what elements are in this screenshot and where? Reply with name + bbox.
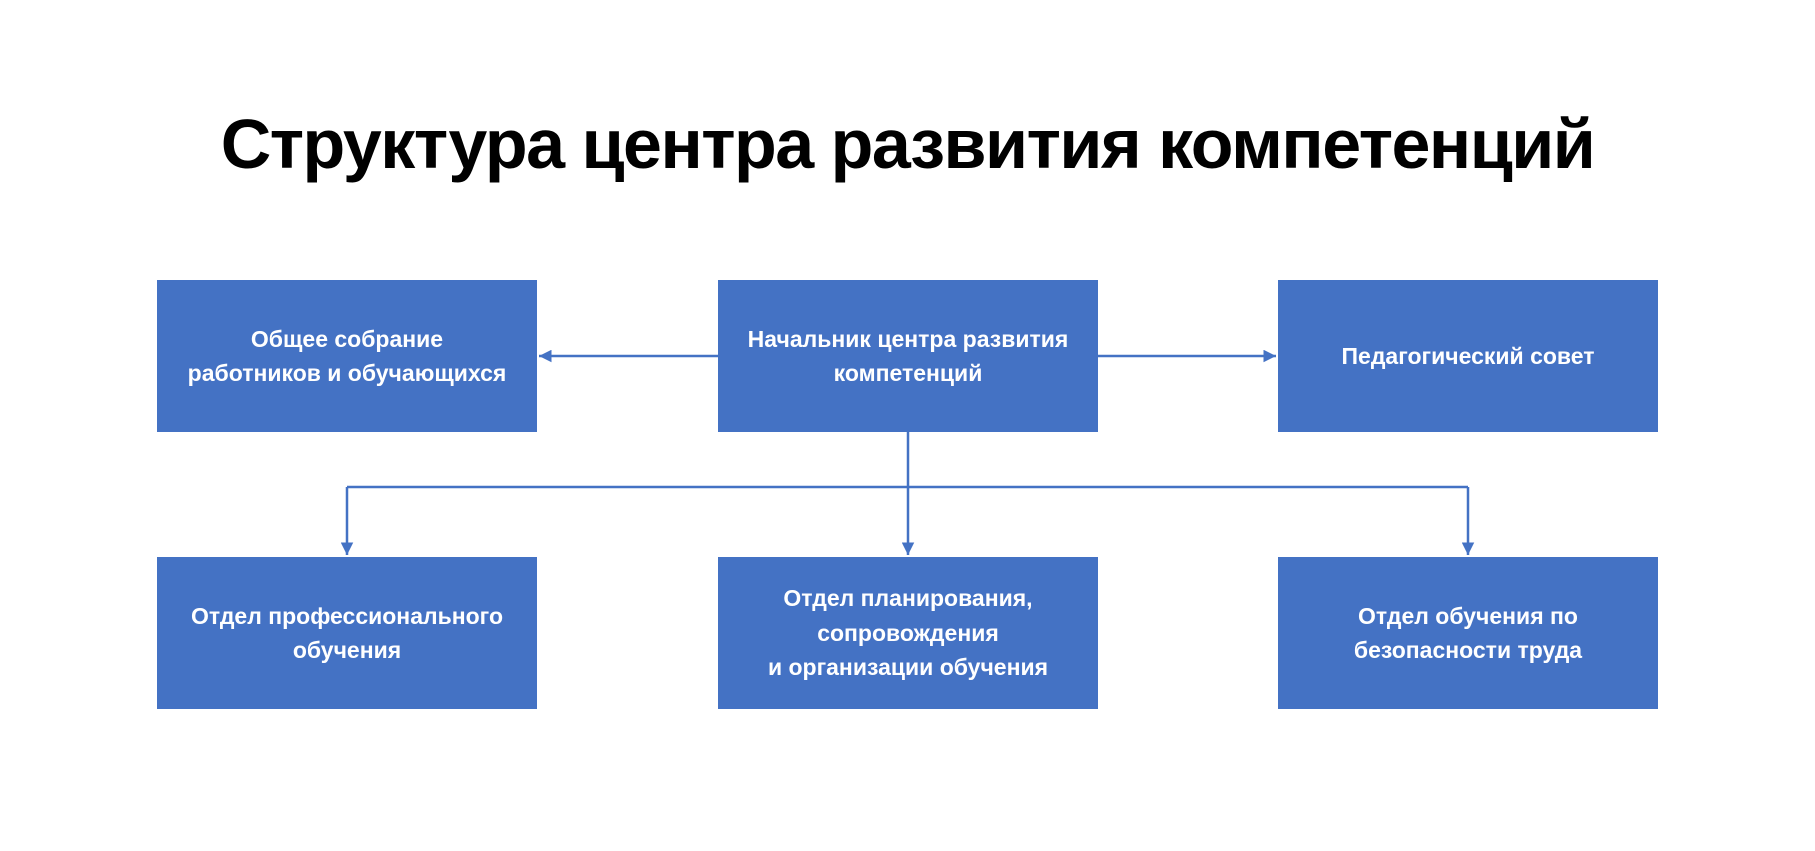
node-pedagogical-council: Педагогический совет — [1278, 280, 1658, 432]
node-labor-safety-dept: Отдел обучения по безопасности труда — [1278, 557, 1658, 709]
node-planning-support-dept-label: Отдел планирования, сопровождения и орга… — [767, 585, 1049, 681]
node-head-of-center: Начальник центра развития компетенций — [718, 280, 1098, 432]
node-vocational-training-dept: Отдел профессионального обучения — [157, 557, 537, 709]
node-general-assembly: Общее собрание работников и обучающихся — [157, 280, 537, 432]
node-vocational-training-dept-label: Отдел профессионального обучения — [190, 602, 504, 664]
node-head-of-center-label: Начальник центра развития компетенций — [747, 325, 1069, 387]
diagram-title: Структура центра развития компетенций — [220, 105, 1596, 183]
node-pedagogical-council-label: Педагогический совет — [1341, 342, 1595, 369]
node-planning-support-dept: Отдел планирования, сопровождения и орга… — [718, 557, 1098, 709]
node-labor-safety-dept-label: Отдел обучения по безопасности труда — [1353, 602, 1583, 664]
node-general-assembly-label: Общее собрание работников и обучающихся — [187, 325, 507, 387]
